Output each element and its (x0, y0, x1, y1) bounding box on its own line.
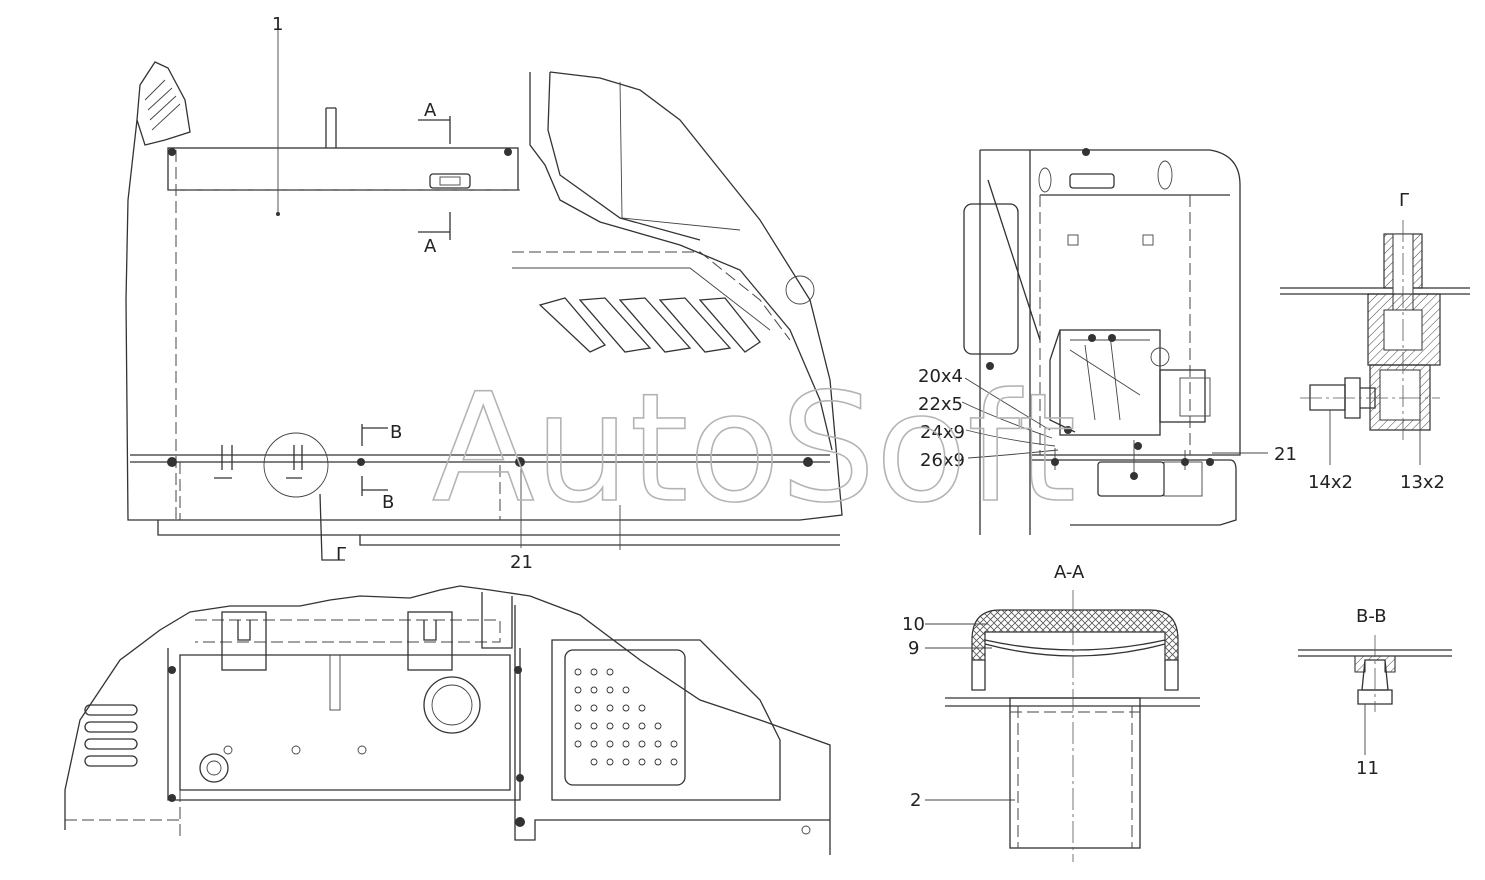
size-label-22x5: 22x5 (918, 394, 963, 415)
size-label-20x4: 20x4 (918, 366, 963, 387)
callout-9: 9 (908, 638, 919, 659)
detail-gamma-size-14x2: 14x2 (1308, 472, 1353, 493)
section-bb-title: B-B (1356, 606, 1387, 627)
callout-2: 2 (910, 790, 921, 811)
callout-labels: 1 21 Г A A B B 20x4 22x5 24x9 26x9 21 Г … (272, 14, 1445, 811)
callout-21-main: 21 (510, 552, 533, 573)
size-label-26x9: 26x9 (920, 450, 965, 471)
section-bb (1298, 635, 1452, 755)
callout-11: 11 (1356, 758, 1379, 779)
section-aa (925, 590, 1200, 862)
detail-gamma-title: Г (1399, 190, 1410, 211)
watermark: AutoSoft (432, 362, 1076, 536)
top-view (64, 585, 831, 855)
main-side-view (125, 28, 843, 561)
section-b-marker-top: B (390, 422, 402, 443)
section-a-marker-top: A (424, 100, 437, 121)
callout-10: 10 (902, 614, 925, 635)
section-aa-title: A-A (1054, 562, 1085, 583)
callout-21-side: 21 (1274, 444, 1297, 465)
section-b-marker-bottom: B (382, 492, 394, 513)
callout-gamma-view: Г (336, 544, 347, 565)
callout-1: 1 (272, 14, 283, 35)
detail-gamma-size-13x2: 13x2 (1400, 472, 1445, 493)
detail-gamma (1280, 220, 1470, 465)
front-view (961, 148, 1268, 535)
section-a-marker-bottom: A (424, 236, 437, 257)
size-label-24x9: 24x9 (920, 422, 965, 443)
